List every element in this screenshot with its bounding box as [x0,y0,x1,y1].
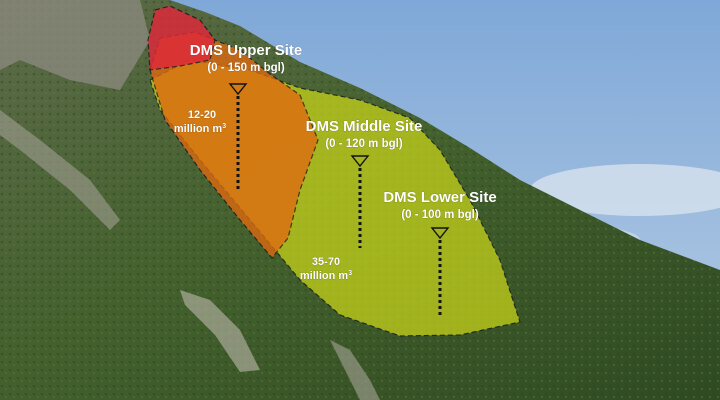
large-volume-unit: million m3 [300,270,352,282]
rock-face [0,0,150,90]
lower-borehole [430,227,450,318]
rock-gully [330,340,380,400]
cloud [530,164,720,216]
middle-site-title: DMS Middle Site [306,118,423,135]
small-volume-unit-text: million m [174,123,223,135]
middle-borehole [350,155,370,248]
rock-gully [0,110,120,230]
middle-site-area [149,31,319,259]
upper-borehole [228,83,248,190]
upper-site-depth: (0 - 150 m bgl) [207,62,284,74]
lower-site-depth: (0 - 100 m bgl) [401,209,478,221]
small-volume-unit: million m3 [174,123,226,135]
rock-gully [180,290,260,372]
upper-site-area [147,5,216,71]
borehole-triangle-icon [350,155,370,168]
middle-site-depth: (0 - 120 m bgl) [325,138,402,150]
large-volume-exponent: 3 [348,270,352,277]
small-volume-range: 12-20 [188,109,216,121]
large-volume-range: 35-70 [312,256,340,268]
upper-site-title: DMS Upper Site [190,42,303,59]
borehole-triangle-icon [228,83,248,96]
large-volume-unit-text: million m [300,270,349,282]
small-volume-exponent: 3 [222,123,226,130]
borehole-triangle-icon [430,227,450,240]
lower-site-title: DMS Lower Site [383,189,496,206]
